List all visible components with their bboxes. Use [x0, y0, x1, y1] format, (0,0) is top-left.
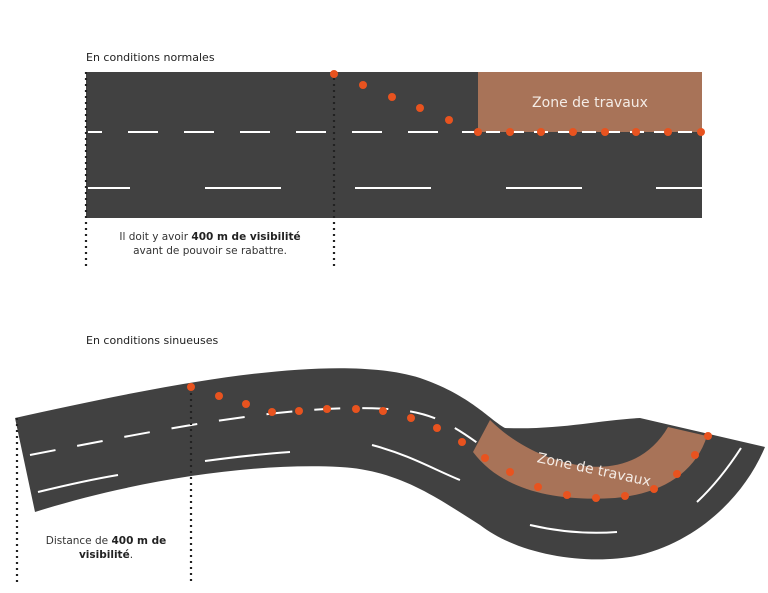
- curvy-road: Zone de travaux: [15, 368, 765, 582]
- sinuous-heading: En conditions sinueuses: [86, 334, 219, 347]
- trajectory-dots-normal: [330, 70, 705, 136]
- zone-label-normal: Zone de travaux: [532, 95, 648, 111]
- normal-caption-bold: 400 m de visibilité: [191, 231, 301, 243]
- sinuous-caption-bold1: 400 m de: [111, 535, 167, 547]
- work-zone-normal: [478, 72, 702, 132]
- normal-caption-pre: Il doit y avoir: [119, 231, 192, 243]
- work-zone-sinuous: [473, 420, 707, 499]
- curvy-lower-marking-5: [696, 447, 742, 503]
- normal-caption: Il doit y avoir 400 m de visibilité avan…: [96, 230, 324, 258]
- curvy-lower-marking-2: [204, 451, 291, 462]
- curvy-lower-marking-4: [529, 524, 618, 534]
- sinuous-caption-bold2: visibilité: [78, 549, 130, 561]
- curvy-lower-marking-3: [371, 444, 461, 481]
- sinuous-caption-pre: Distance de: [45, 535, 112, 547]
- sinuous-caption: Distance de 400 m de visibilité.: [25, 534, 187, 562]
- normal-heading: En conditions normales: [86, 51, 215, 64]
- sinuous-caption-post: .: [129, 549, 134, 561]
- straight-road: Zone de travaux: [84, 70, 705, 268]
- trajectory-dots-sinuous: [187, 383, 712, 502]
- curvy-road-surface: [15, 368, 765, 560]
- curvy-lower-marking-1: [37, 474, 119, 493]
- normal-caption-post: avant de pouvoir se rabattre.: [133, 245, 287, 257]
